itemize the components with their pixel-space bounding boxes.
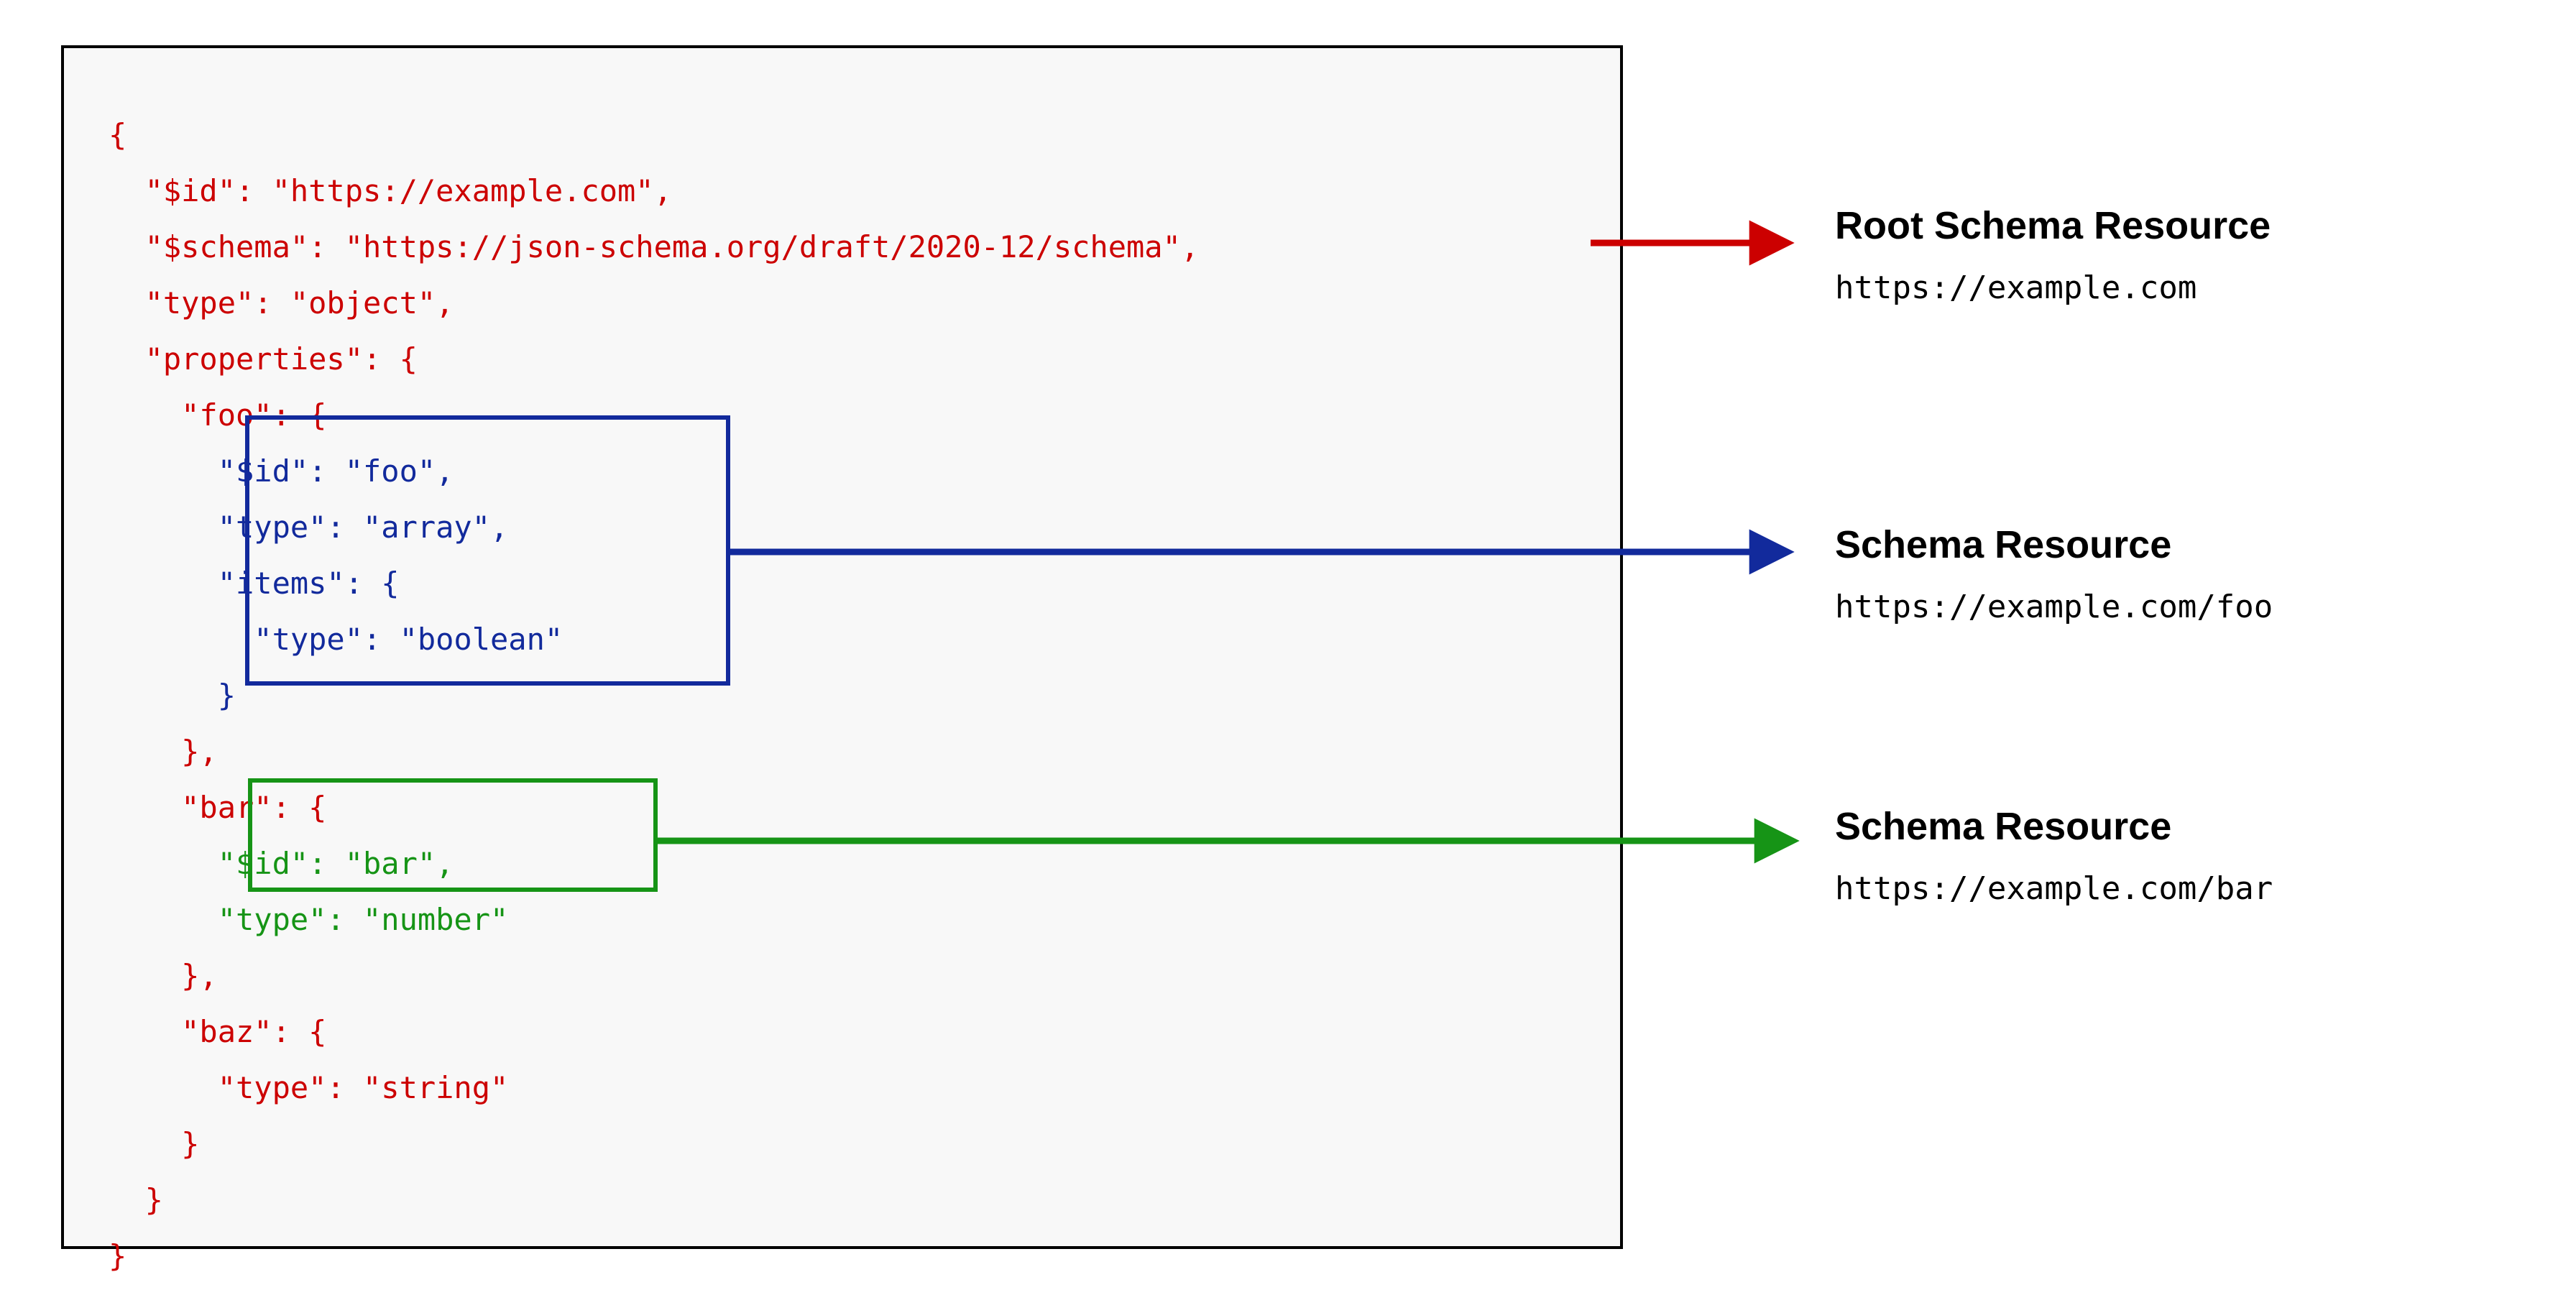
code-line: "bar": {	[109, 790, 327, 825]
bar-schema-resource-label: Schema Resource https://example.com/bar	[1835, 804, 2273, 907]
code-line: "$id": "foo",	[109, 453, 454, 489]
code-line: },	[109, 734, 218, 769]
json-code-block: { "$id": "https://example.com", "$schema…	[109, 107, 1199, 1284]
code-line: "items": {	[109, 566, 400, 601]
code-line: },	[109, 958, 218, 993]
code-line: "$id": "bar",	[109, 846, 454, 881]
code-line: "type": "object",	[109, 285, 454, 321]
code-line: "properties": {	[109, 341, 418, 377]
code-line: }	[109, 678, 236, 713]
root-schema-resource-label: Root Schema Resource https://example.com	[1835, 203, 2271, 306]
code-line: "foo": {	[109, 397, 327, 433]
code-line: "type": "number"	[109, 902, 509, 937]
bar-schema-resource-title: Schema Resource	[1835, 805, 2172, 848]
foo-schema-resource-title: Schema Resource	[1835, 523, 2172, 566]
code-line: "$id": "https://example.com",	[109, 173, 672, 208]
root-schema-resource-title: Root Schema Resource	[1835, 204, 2271, 247]
code-line: "type": "array",	[109, 510, 509, 545]
code-line: "type": "boolean"	[109, 622, 564, 657]
bar-schema-resource-box	[248, 778, 658, 892]
code-line: }	[109, 1238, 127, 1273]
foo-schema-resource-box	[245, 415, 730, 686]
code-line: {	[109, 117, 127, 152]
bar-schema-resource-uri: https://example.com/bar	[1835, 870, 2273, 907]
foo-schema-resource-uri: https://example.com/foo	[1835, 589, 2273, 625]
json-code-panel: { "$id": "https://example.com", "$schema…	[61, 45, 1623, 1273]
code-line: "baz": {	[109, 1014, 327, 1049]
code-line: }	[109, 1126, 200, 1161]
code-line: }	[109, 1182, 163, 1217]
code-line: "$schema": "https://json-schema.org/draf…	[109, 229, 1200, 264]
root-schema-resource-uri: https://example.com	[1835, 269, 2197, 306]
foo-schema-resource-label: Schema Resource https://example.com/foo	[1835, 522, 2273, 625]
code-line: "type": "string"	[109, 1070, 509, 1105]
